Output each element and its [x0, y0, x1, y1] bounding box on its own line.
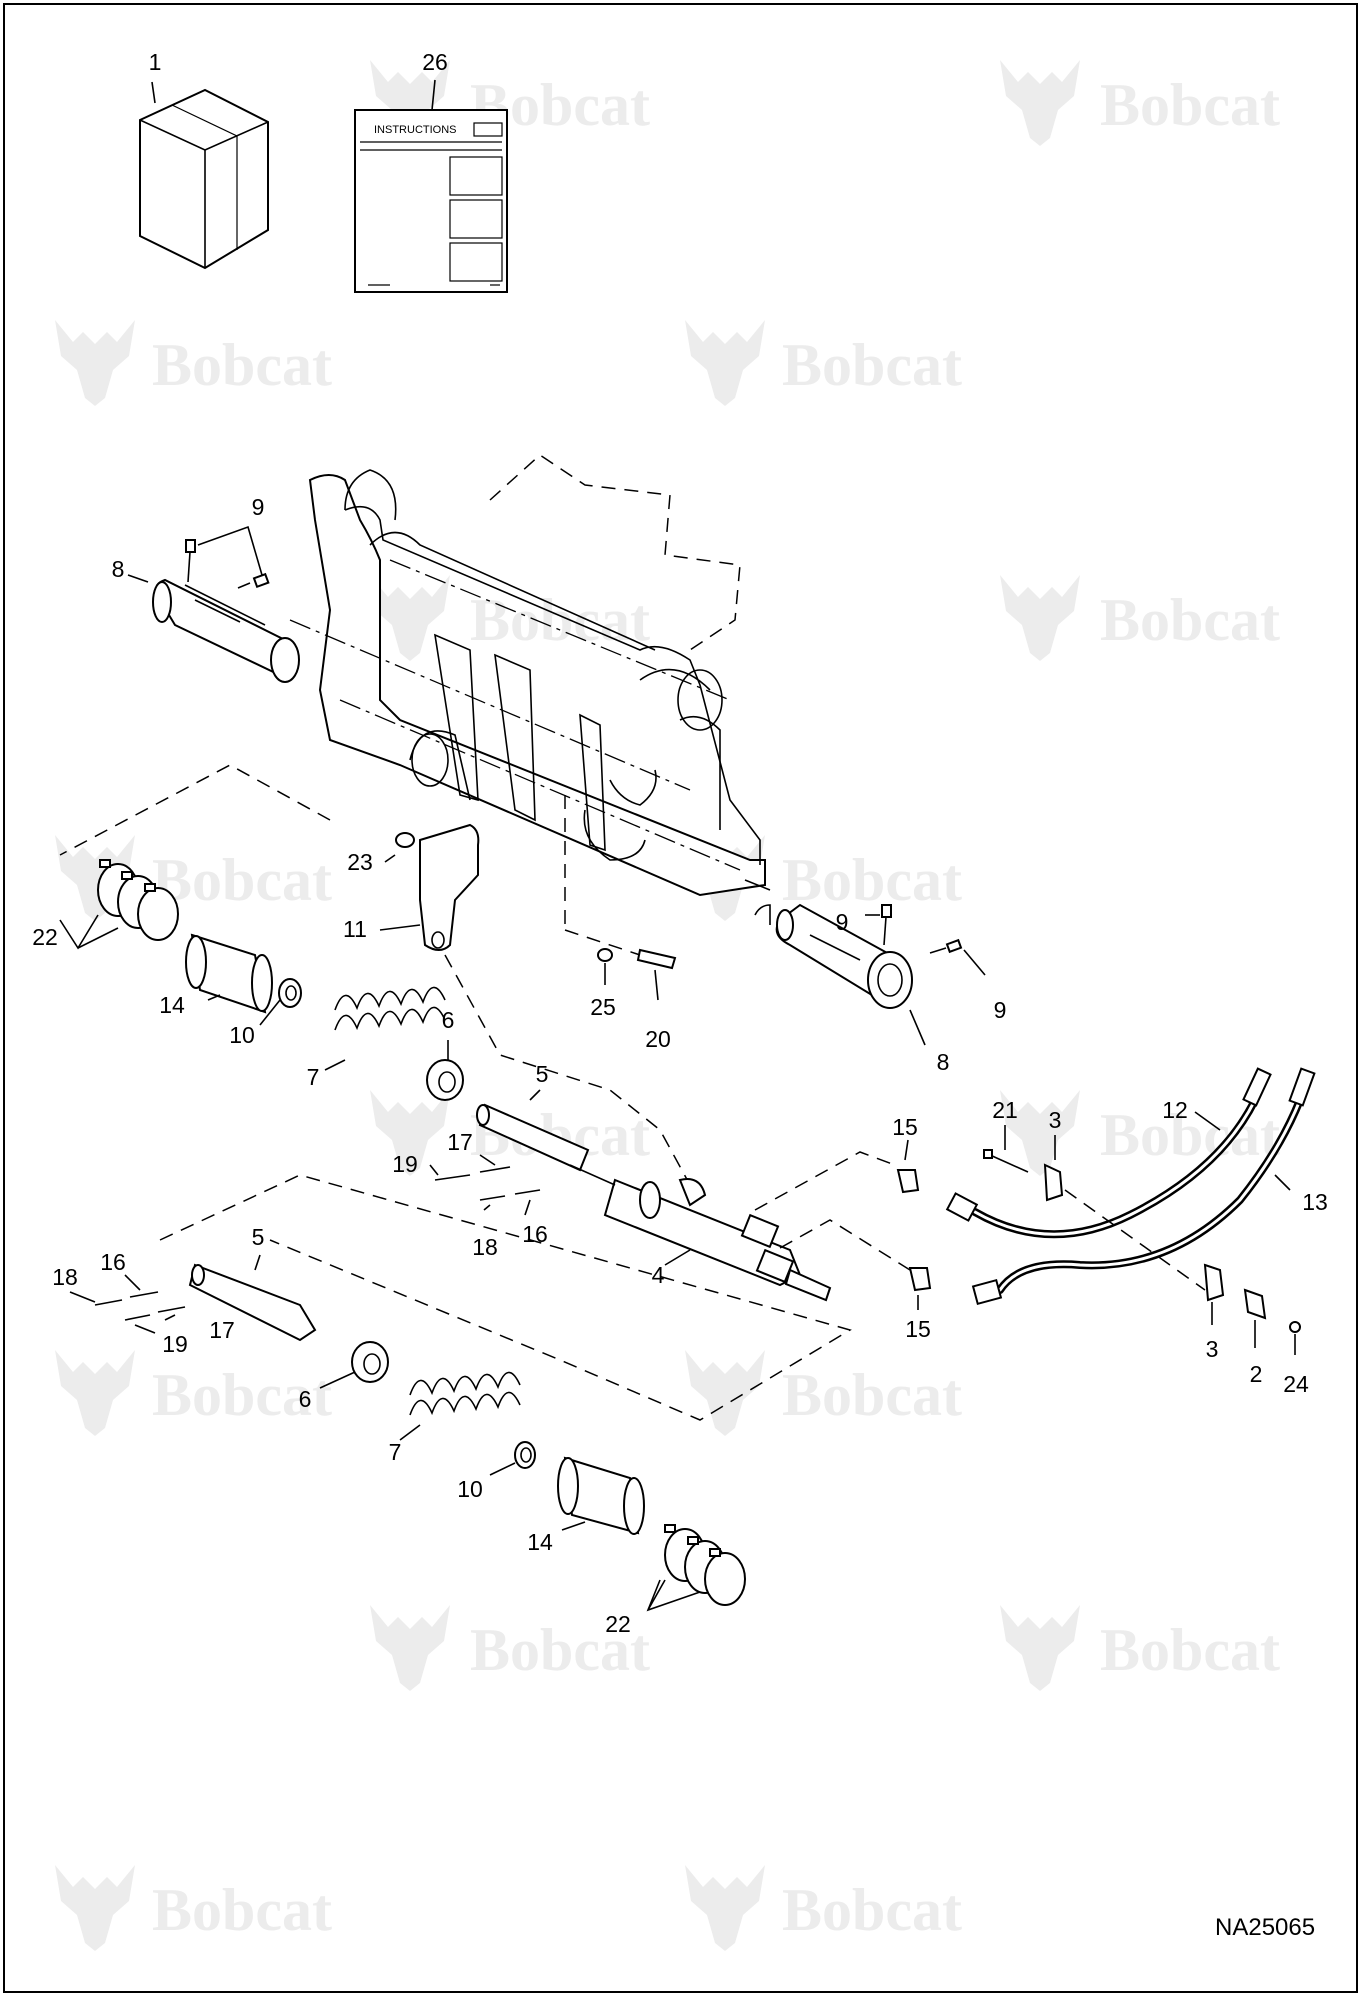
- callout-23: 23: [347, 849, 373, 875]
- clamp-set-upper: [59, 859, 179, 950]
- assembly-leader: [59, 764, 331, 856]
- fitting-leader: [779, 1219, 911, 1271]
- fitting-leader: [754, 1151, 896, 1211]
- hose-part: [945, 1067, 1316, 1306]
- watermark-text: Bobcat: [470, 1617, 650, 1683]
- callout-22-a: 22: [32, 924, 58, 950]
- watermarks: Bobcat Bobcat Bobcat Bobcat Bobcat Bobca…: [55, 60, 1280, 1951]
- callout-14-b: 14: [527, 1529, 553, 1555]
- callout-24: 24: [1283, 1371, 1309, 1397]
- callout-1: 1: [149, 49, 162, 75]
- callout-10-a: 10: [229, 1022, 255, 1048]
- callout-9-c: 9: [994, 997, 1007, 1023]
- watermark-text: Bobcat: [1100, 587, 1280, 653]
- figure-code: NA25065: [1215, 1914, 1315, 1941]
- watermark-text: Bobcat: [782, 1362, 962, 1428]
- screw-part: [185, 525, 270, 589]
- watermark-text: Bobcat: [782, 1877, 962, 1943]
- sleeve-part-lower: [557, 1456, 645, 1535]
- pin-part-right: [775, 903, 986, 1046]
- callout-11: 11: [343, 916, 367, 942]
- pin-set-upper: [429, 1154, 541, 1216]
- pin-part-left: [127, 574, 300, 683]
- callout-16-a: 16: [522, 1221, 548, 1247]
- callout-14-a: 14: [159, 992, 185, 1018]
- washer-part-upper: [259, 978, 302, 1026]
- watermark-text: Bobcat: [152, 847, 332, 913]
- callout-7-b: 7: [389, 1439, 402, 1465]
- callout-26: 26: [422, 49, 448, 75]
- callout-9-a: 9: [252, 494, 265, 520]
- retainer-part-lower: [319, 1341, 389, 1389]
- callout-17-a: 17: [447, 1129, 473, 1155]
- callout-25: 25: [590, 994, 616, 1020]
- watermark-text: Bobcat: [782, 332, 962, 398]
- assembly-box: [159, 1174, 852, 1421]
- bracket-leader: [444, 954, 691, 1186]
- callout-15-b: 15: [905, 1316, 931, 1342]
- clamp-plate-part: [1203, 1263, 1301, 1355]
- callout-22-b: 22: [605, 1611, 631, 1637]
- callout-8-left: 8: [112, 556, 125, 582]
- watermark-text: Bobcat: [152, 1362, 332, 1428]
- callout-9-b: 9: [836, 909, 849, 935]
- rod-part-lower: [188, 1254, 317, 1342]
- box-part: [139, 81, 269, 270]
- watermark-text: Bobcat: [152, 1877, 332, 1943]
- watermark-text: Bobcat: [1100, 72, 1280, 138]
- callout-17-b: 17: [209, 1317, 235, 1343]
- callout-19-b: 19: [162, 1331, 188, 1357]
- diagram-frame: [3, 3, 1358, 1993]
- washer-bolt-part: [564, 795, 677, 1001]
- callout-15-a: 15: [892, 1114, 918, 1140]
- callout-10-b: 10: [457, 1476, 483, 1502]
- coupler-frame: [289, 454, 771, 925]
- callout-8-right: 8: [937, 1049, 950, 1075]
- instructions-label: INSTRUCTIONS: [374, 124, 457, 136]
- callout-5-b: 5: [252, 1224, 265, 1250]
- washer-part-lower: [489, 1441, 536, 1476]
- callout-12: 12: [1162, 1097, 1188, 1123]
- callout-5-a: 5: [536, 1061, 549, 1087]
- instructions-sheet: INSTRUCTIONS: [354, 79, 508, 293]
- spring-part-lower: [399, 1371, 521, 1441]
- callout-13: 13: [1302, 1189, 1328, 1215]
- callout-7-a: 7: [307, 1064, 320, 1090]
- pin-set-lower: [69, 1274, 186, 1334]
- callout-20: 20: [645, 1026, 671, 1052]
- bracket-part: [379, 823, 480, 951]
- clamp-bolt-part: [983, 1125, 1206, 1291]
- watermark-text: Bobcat: [782, 847, 962, 913]
- callout-2: 2: [1250, 1361, 1263, 1387]
- watermark-text: Bobcat: [1100, 1617, 1280, 1683]
- fitting-part: [896, 1139, 932, 1310]
- callout-4: 4: [652, 1262, 665, 1288]
- callout-16-b: 16: [100, 1249, 126, 1275]
- callout-18-a: 18: [472, 1234, 498, 1260]
- callout-21: 21: [992, 1097, 1018, 1123]
- callout-18-b: 18: [52, 1264, 78, 1290]
- callout-19-a: 19: [392, 1151, 418, 1177]
- callout-3-a: 3: [1049, 1107, 1062, 1133]
- callout-6-b: 6: [299, 1386, 312, 1412]
- clamp-set-lower: [646, 1524, 746, 1612]
- sleeve-part-upper: [185, 933, 273, 1014]
- watermark-text: Bobcat: [152, 332, 332, 398]
- callout-3-b: 3: [1206, 1336, 1219, 1362]
- cylinder-part: [569, 1164, 832, 1302]
- retainer-part-upper: [426, 1040, 464, 1101]
- spring-part-upper: [324, 986, 446, 1071]
- callout-6-a: 6: [442, 1007, 455, 1033]
